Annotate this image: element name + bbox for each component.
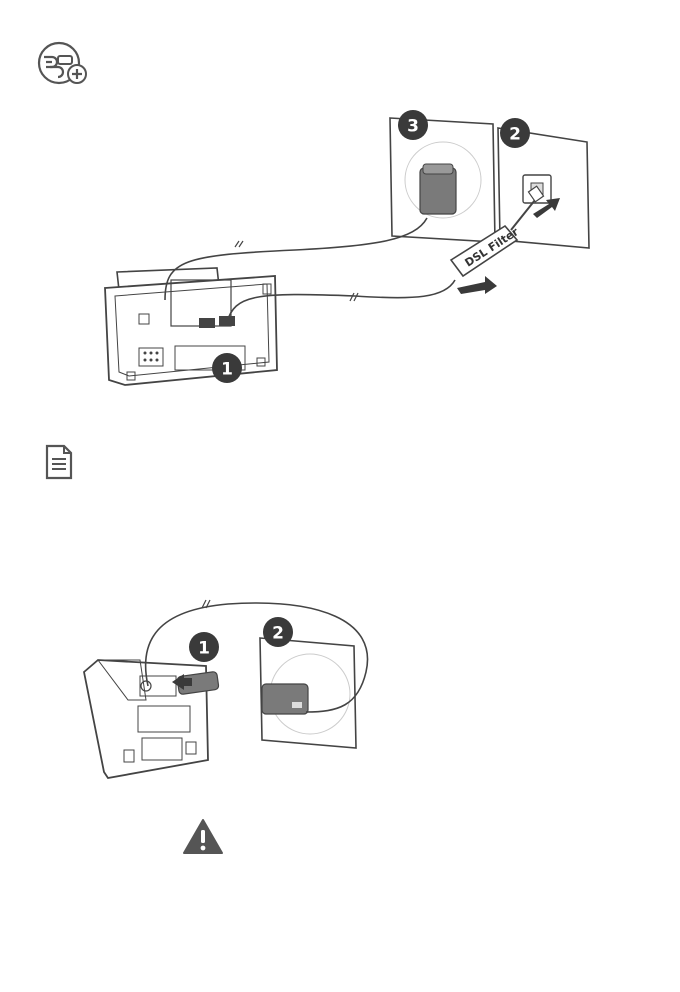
svg-text:1: 1 bbox=[221, 360, 233, 380]
note-icon bbox=[44, 444, 74, 480]
svg-text:2: 2 bbox=[272, 624, 284, 644]
charger-power-adapter bbox=[262, 684, 308, 714]
telephone-base-installation-diagram: DSL Filter 1 2 3 bbox=[95, 100, 595, 400]
charger-step-badge-2: 2 bbox=[263, 617, 293, 647]
add-handset-icon bbox=[36, 40, 88, 86]
charger-power-outlet-plate bbox=[260, 638, 356, 748]
charger-step-badge-1: 1 bbox=[189, 632, 219, 662]
power-adapter bbox=[420, 168, 456, 214]
svg-text:2: 2 bbox=[509, 125, 521, 145]
step-badge-3: 3 bbox=[398, 110, 428, 140]
insert-arrow-filter bbox=[457, 276, 497, 294]
step-badge-2: 2 bbox=[500, 118, 530, 148]
svg-text:1: 1 bbox=[198, 639, 210, 659]
charger-installation-diagram: 1 2 bbox=[78, 590, 378, 790]
warning-icon bbox=[182, 818, 224, 856]
telephone-base bbox=[105, 268, 277, 385]
step-badge-1: 1 bbox=[212, 353, 242, 383]
svg-text:3: 3 bbox=[407, 117, 419, 137]
